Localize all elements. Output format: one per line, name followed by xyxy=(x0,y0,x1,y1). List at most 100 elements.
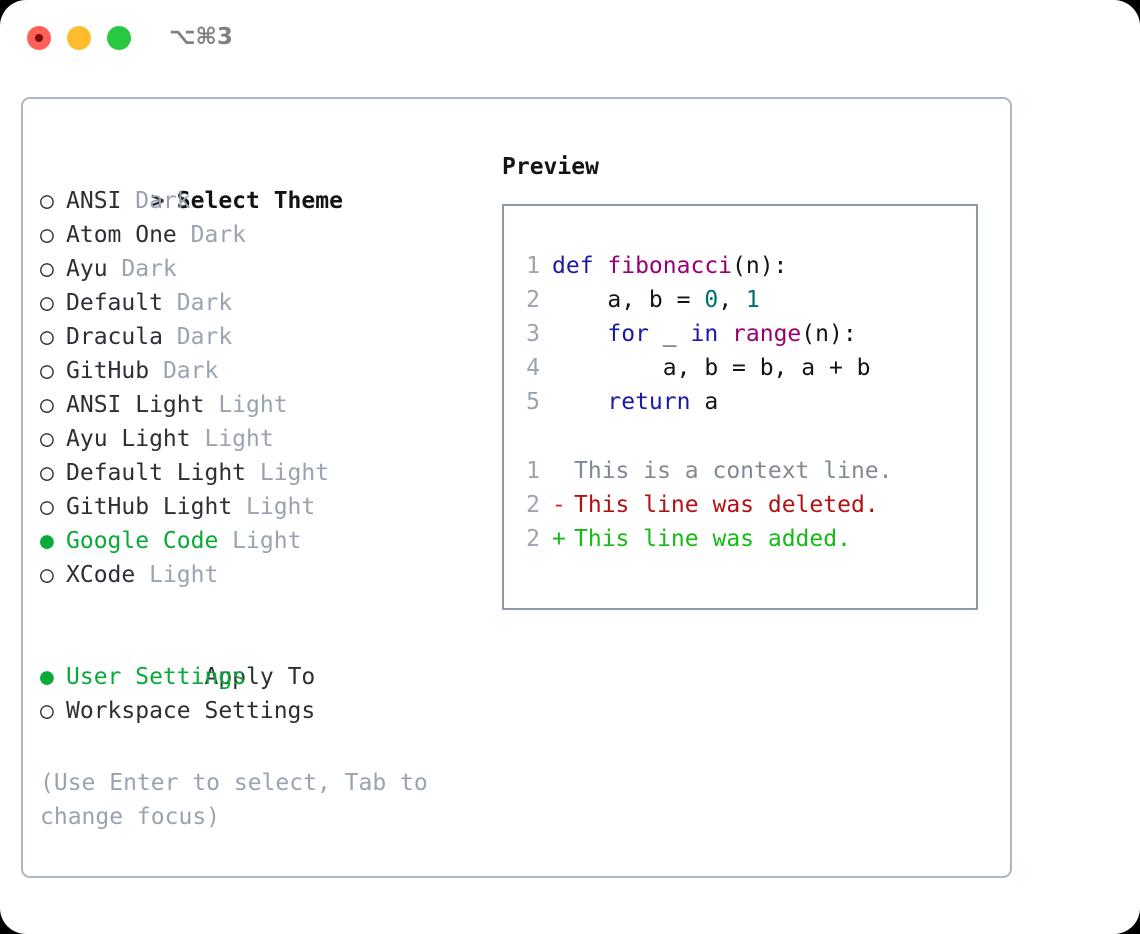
diff-line-del: 2-This line was deleted. xyxy=(516,488,893,522)
radio-unselected-icon: ○ xyxy=(40,290,54,316)
prompt-caret-icon: > xyxy=(150,188,165,214)
radio-unselected-icon: ○ xyxy=(40,256,54,282)
theme-option-list: ○ ANSI Dark ○ Atom One Dark ○ Ayu Dark ○ Defaul… xyxy=(40,184,480,592)
theme-option-google-code[interactable]: ●Google Code Light xyxy=(40,524,480,558)
theme-variant-badge: Light xyxy=(190,426,274,452)
line-number: 4 xyxy=(526,355,540,381)
zoom-button[interactable] xyxy=(107,26,131,50)
theme-option-ayu[interactable]: ○ Ayu Dark xyxy=(40,252,480,286)
code-token-pl: a, b = xyxy=(552,287,705,313)
code-line: 5 return a xyxy=(516,385,871,419)
theme-variant-badge: Light xyxy=(218,528,302,554)
title-bar: ⌥⌘3 xyxy=(0,0,1140,78)
line-number: 1 xyxy=(526,458,540,484)
code-token-num: 0 xyxy=(704,287,719,313)
radio-unselected-icon: ○ xyxy=(40,426,54,452)
radio-unselected-icon: ○ xyxy=(40,324,54,350)
code-token-pl: a xyxy=(690,389,719,415)
theme-option-atom-one[interactable]: ○ Atom One Dark xyxy=(40,218,480,252)
diff-text: This line was deleted. xyxy=(574,492,879,518)
theme-variant-badge: Dark xyxy=(162,324,233,350)
radio-unselected-icon: ○ xyxy=(40,494,54,520)
line-number: 2 xyxy=(526,287,540,313)
diff-sign: + xyxy=(552,526,566,552)
apply-to-option-workspace-settings[interactable]: ○Workspace Settings xyxy=(40,694,480,728)
theme-option-label: Ayu xyxy=(66,256,108,282)
line-number: 5 xyxy=(526,389,540,415)
code-token-pl: (n): xyxy=(801,321,857,347)
theme-option-label: Google Code xyxy=(66,528,219,554)
code-token-kw: def xyxy=(552,253,608,279)
line-number: 2 xyxy=(526,492,540,518)
code-token-fn: fibonacci xyxy=(607,253,733,279)
apply-to-section: Apply To ●User Settings○Workspace Settin… xyxy=(40,626,480,728)
diff-line-ctx: 1 This is a context line. xyxy=(516,454,893,488)
diff-text: This is a context line. xyxy=(574,458,893,484)
radio-unselected-icon: ○ xyxy=(40,188,54,214)
theme-variant-badge: Dark xyxy=(121,188,191,214)
theme-variant-badge: Light xyxy=(135,562,219,588)
keyboard-shortcut-label: ⌥⌘3 xyxy=(169,24,233,50)
apply-to-option-list: ●User Settings○Workspace Settings xyxy=(40,660,480,728)
radio-selected-icon: ● xyxy=(40,664,54,690)
theme-option-ayu-light[interactable]: ○ Ayu Light Light xyxy=(40,422,480,456)
diff-sample: 1 This is a context line.2-This line was… xyxy=(516,454,893,556)
code-token-kw: for xyxy=(607,321,649,347)
radio-unselected-icon: ○ xyxy=(40,460,54,486)
theme-option-xcode[interactable]: ○XCode Light xyxy=(40,558,480,592)
minimize-button[interactable] xyxy=(67,26,91,50)
theme-option-label: XCode xyxy=(66,562,136,588)
theme-option-label: Dracula xyxy=(66,324,163,350)
theme-variant-badge: Light xyxy=(204,392,288,418)
code-line: 4 a, b = b, a + b xyxy=(516,351,870,385)
theme-option-label: ANSI xyxy=(66,188,122,214)
diff-sign: - xyxy=(552,492,566,518)
radio-unselected-icon: ○ xyxy=(40,392,54,418)
radio-unselected-icon: ○ xyxy=(40,222,54,248)
theme-option-github-light[interactable]: ○GitHub Light Light xyxy=(40,490,480,524)
code-token-pl xyxy=(718,321,732,347)
line-number: 3 xyxy=(526,321,540,347)
theme-option-ansi[interactable]: ○ ANSI Dark xyxy=(40,184,480,218)
theme-variant-badge: Dark xyxy=(107,256,177,282)
code-token-kw: in xyxy=(690,321,719,347)
theme-option-dracula[interactable]: ○ Dracula Dark xyxy=(40,320,480,354)
theme-option-label: GitHub xyxy=(66,358,150,384)
apply-to-option-user-settings[interactable]: ●User Settings xyxy=(40,660,480,694)
theme-option-default-light[interactable]: ○ Default Light Light xyxy=(40,456,480,490)
diff-text: This line was added. xyxy=(574,526,851,552)
theme-option-github[interactable]: ○GitHub Dark xyxy=(40,354,480,388)
close-icon xyxy=(35,34,43,42)
theme-selection-column: > Select Theme ○ ANSI Dark ○ Atom One Dark ○ A… xyxy=(40,150,480,834)
theme-option-label: GitHub Light xyxy=(66,494,233,520)
code-token-kw: return xyxy=(607,389,691,415)
theme-list-title: Select Theme xyxy=(176,188,343,214)
code-token-pl xyxy=(552,321,607,347)
code-line: 2 a, b = 0, 1 xyxy=(516,283,871,317)
theme-variant-badge: Dark xyxy=(176,222,247,248)
theme-option-label: Ayu Light xyxy=(66,426,191,452)
diff-sign xyxy=(552,454,574,488)
theme-option-ansi-light[interactable]: ○ ANSI Light Light xyxy=(40,388,480,422)
diff-line-add: 2+This line was added. xyxy=(516,522,893,556)
theme-option-label: Default Light xyxy=(66,460,247,486)
line-number: 1 xyxy=(526,253,540,279)
apply-to-option-label: Workspace Settings xyxy=(66,698,316,724)
code-token-pl: , xyxy=(718,287,746,313)
theme-option-label: Default xyxy=(66,290,163,316)
theme-option-default[interactable]: ○Default Dark xyxy=(40,286,480,320)
theme-option-label: Atom One xyxy=(66,222,177,248)
code-token-pl: (n): xyxy=(732,253,788,279)
close-button[interactable] xyxy=(27,26,51,50)
radio-unselected-icon: ○ xyxy=(40,358,54,384)
code-line: 1 def fibonacci(n): xyxy=(516,249,871,283)
code-token-pl: _ xyxy=(648,321,691,347)
apply-to-title: Apply To xyxy=(204,664,316,690)
theme-option-label: ANSI Light xyxy=(66,392,205,418)
theme-picker-panel: > Select Theme ○ ANSI Dark ○ Atom One Dark ○ A… xyxy=(21,97,1012,878)
theme-variant-badge: Light xyxy=(246,460,330,486)
